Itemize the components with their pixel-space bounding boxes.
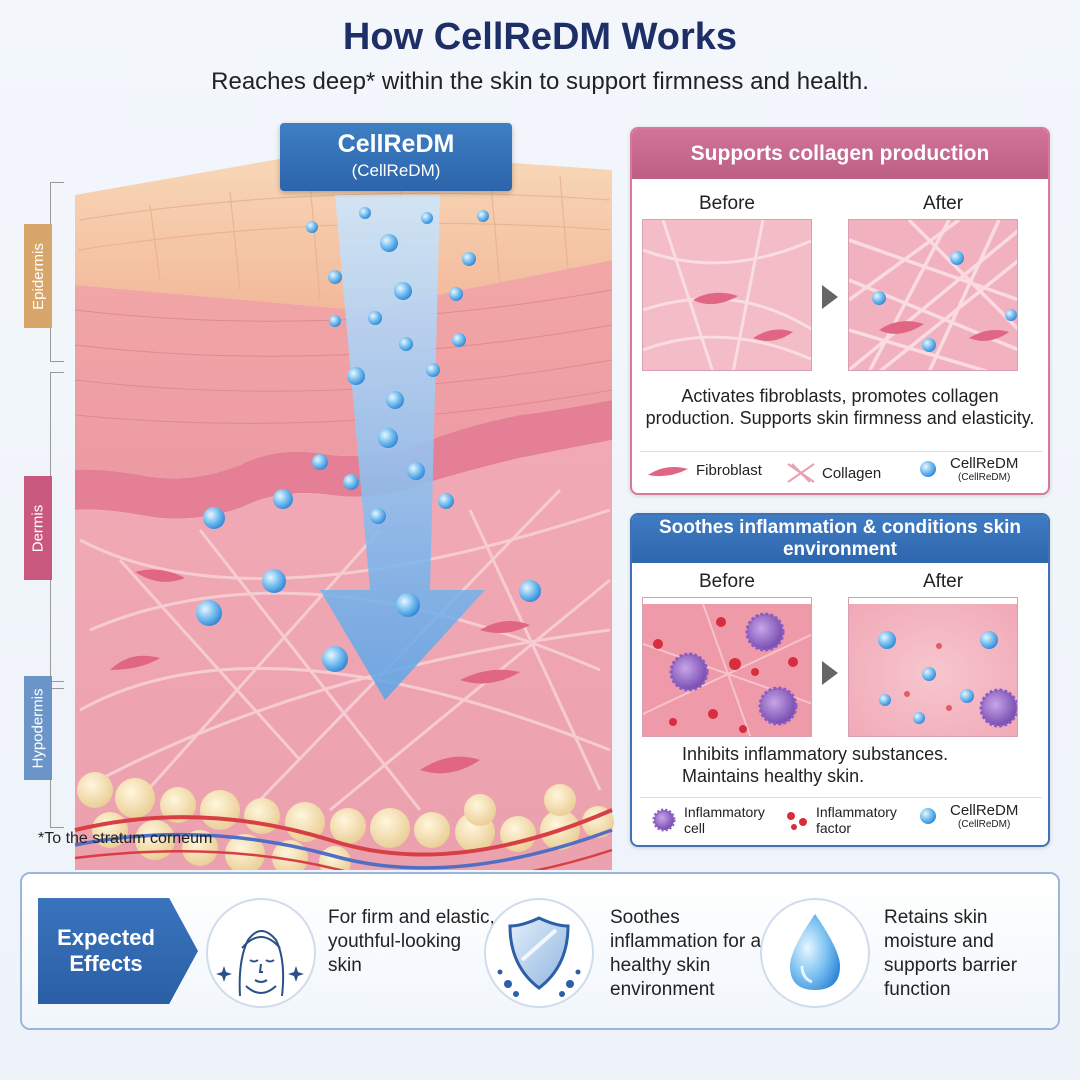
effect-soothing-text: Soothes inflammation for a healthy skin …	[610, 907, 762, 1000]
badge-main-text: CellReDM	[337, 130, 455, 158]
fibroblast-icon	[648, 466, 688, 476]
page-title: How CellReDM Works	[342, 16, 738, 58]
badge-sub-text: (CellReDM)	[351, 161, 441, 180]
collagen-before-image	[642, 219, 812, 371]
collagen-after-label: After	[922, 193, 964, 214]
collagen-legend: Fibroblast Collagen CellReDM (CellReDM)	[640, 451, 1042, 491]
inflammation-after-label: After	[922, 571, 964, 592]
inflammation-before-image	[642, 597, 812, 737]
effect-firmness-text: For firm and elastic, youthful-looking s…	[328, 907, 495, 976]
legend-cellredm-2: CellReDM (CellReDM)	[918, 802, 1018, 830]
expected-effects-section: Expected Effects For firm and elastic, y…	[20, 872, 1060, 1030]
legend-collagen: Collagen	[786, 462, 881, 484]
inflammation-arrow-icon	[822, 661, 838, 685]
collagen-arrow-icon	[822, 285, 838, 309]
inflammation-before-label: Before	[699, 571, 755, 592]
legend-inflammatory-factor: Inflammatory factor	[784, 804, 908, 836]
page-subtitle: Reaches deep* within the skin to support…	[211, 68, 869, 95]
water-drop-icon	[760, 898, 870, 1008]
collagen-description: Activates fibroblasts, promotes collagen…	[645, 386, 1035, 428]
cellredm-droplet-icon	[920, 461, 936, 477]
skin-cross-section-illustration	[0, 110, 630, 870]
face-icon	[206, 898, 316, 1008]
collagen-icon	[787, 463, 815, 483]
hypodermis-label: Hypodermis	[24, 676, 52, 780]
collagen-before-label: Before	[699, 193, 755, 214]
inflammation-after-image	[848, 597, 1018, 737]
legend-fibroblast: Fibroblast	[646, 462, 762, 479]
inflammatory-factor-icon	[787, 812, 807, 830]
effect-moisture-text: Retains skin moisture and supports barri…	[884, 907, 1018, 1000]
cellredm-droplet-icon	[920, 808, 936, 824]
epidermis-bracket	[50, 182, 64, 362]
expected-effects-tag: Expected Effects	[38, 898, 198, 1004]
inflammation-description: Inhibits inflammatory substances. Mainta…	[682, 744, 949, 786]
inflammation-panel: Soothes inflammation & conditions skin e…	[630, 513, 1050, 847]
shield-icon	[484, 898, 594, 1008]
inflammation-legend: Inflammatory cell Inflammatory factor Ce…	[640, 797, 1042, 841]
collagen-panel: Supports collagen production Before Afte…	[630, 127, 1050, 495]
inflammatory-cell-icon	[652, 808, 676, 832]
legend-inflammatory-cell: Inflammatory cell	[650, 804, 770, 836]
legend-cellredm: CellReDM (CellReDM)	[918, 455, 1018, 483]
cellredm-badge: CellReDM (CellReDM)	[280, 123, 512, 191]
dermis-label: Dermis	[24, 476, 52, 580]
dermis-bracket	[50, 372, 64, 682]
hypodermis-bracket	[50, 688, 64, 828]
inflammation-panel-title: Soothes inflammation & conditions skin e…	[632, 515, 1048, 563]
collagen-panel-title: Supports collagen production	[632, 129, 1048, 179]
epidermis-label: Epidermis	[24, 224, 52, 328]
footnote: *To the stratum corneum	[38, 830, 213, 847]
collagen-after-image	[848, 219, 1018, 371]
